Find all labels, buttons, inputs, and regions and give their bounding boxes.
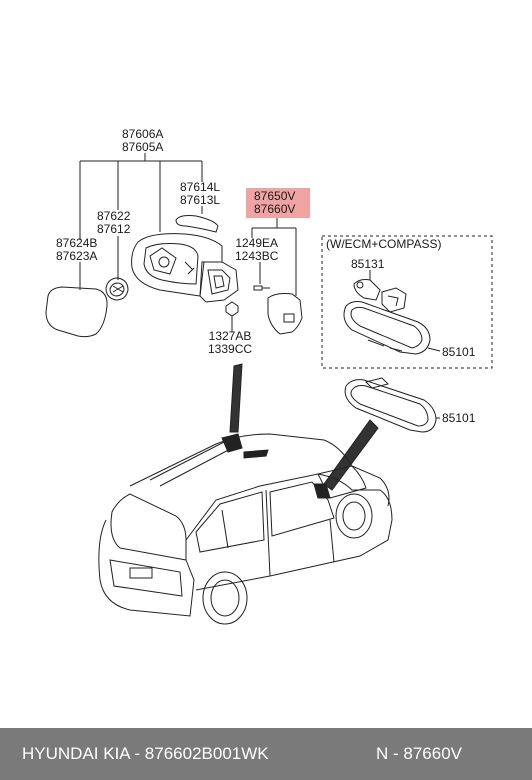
screw-shape bbox=[253, 285, 270, 291]
label-nut: 1327AB 1339CC bbox=[208, 330, 252, 356]
label-mirror-assy: 87606A 87605A bbox=[122, 128, 163, 154]
vehicle-illustration bbox=[98, 433, 393, 625]
label-actuator-2: 87612 bbox=[97, 222, 131, 236]
room-mirror-shape bbox=[344, 377, 440, 433]
label-actuator-1: 87622 bbox=[97, 209, 131, 223]
label-screw-2: 1243BC bbox=[235, 249, 279, 263]
label-nut-2: 1339CC bbox=[208, 342, 253, 356]
label-option-box: (W/ECM+COMPASS) bbox=[326, 237, 442, 251]
sensor-shape bbox=[353, 270, 381, 301]
label-screw-1: 1249EA bbox=[235, 236, 279, 250]
label-inside-cover-1: 87650V bbox=[254, 189, 296, 203]
label-room-mirror-ecm: 85101 bbox=[442, 345, 476, 359]
inside-cover-shape bbox=[267, 293, 303, 335]
footer-brand-text: HYUNDAI KIA - 876602B001WK bbox=[22, 744, 269, 763]
pointer-to-room-mirror bbox=[323, 419, 379, 491]
label-glass-1: 87624B bbox=[56, 236, 98, 250]
parts-diagram: 87606A 87605A 87614L 87613L 87622 87612 … bbox=[45, 128, 493, 625]
label-actuator: 87622 87612 bbox=[97, 210, 130, 236]
actuator-shape bbox=[105, 277, 129, 301]
mirror-base-shape bbox=[199, 261, 239, 303]
label-nut-1: 1327AB bbox=[208, 329, 252, 343]
label-sensor: 85131 bbox=[351, 257, 385, 271]
label-glass-2: 87623A bbox=[56, 249, 98, 263]
option-box-frame bbox=[321, 235, 493, 369]
label-cover-1: 87614L bbox=[180, 180, 221, 194]
parts-diagram-drawing bbox=[45, 153, 493, 625]
label-cover: 87614L 87613L bbox=[180, 181, 220, 207]
label-mirror-assy-1: 87606A bbox=[122, 127, 164, 141]
footer-part-number: N - 87660V bbox=[376, 744, 462, 763]
room-mirror-ecm-shape bbox=[343, 287, 441, 355]
label-inside-cover: 87650V 87660V bbox=[254, 190, 295, 216]
nut-shape bbox=[225, 301, 239, 332]
label-mirror-assy-2: 87605A bbox=[122, 140, 164, 154]
inside-cover-leaders bbox=[251, 218, 297, 296]
label-screw: 1249EA 1243BC bbox=[235, 237, 278, 263]
highlight-box bbox=[246, 188, 310, 218]
pointer-to-outside-mirror bbox=[229, 363, 243, 433]
mirror-assy-leaders bbox=[79, 153, 203, 290]
label-room-mirror: 85101 bbox=[442, 411, 476, 425]
footer-bar: HYUNDAI KIA - 876602B001WK N - 87660V bbox=[0, 728, 532, 780]
label-cover-2: 87613L bbox=[180, 193, 221, 207]
label-glass: 87624B 87623A bbox=[56, 237, 97, 263]
label-inside-cover-2: 87660V bbox=[254, 202, 296, 216]
mirror-housing-shape bbox=[131, 233, 223, 297]
mirror-cover-shape bbox=[175, 215, 219, 233]
mirror-glass-shape bbox=[45, 286, 108, 338]
